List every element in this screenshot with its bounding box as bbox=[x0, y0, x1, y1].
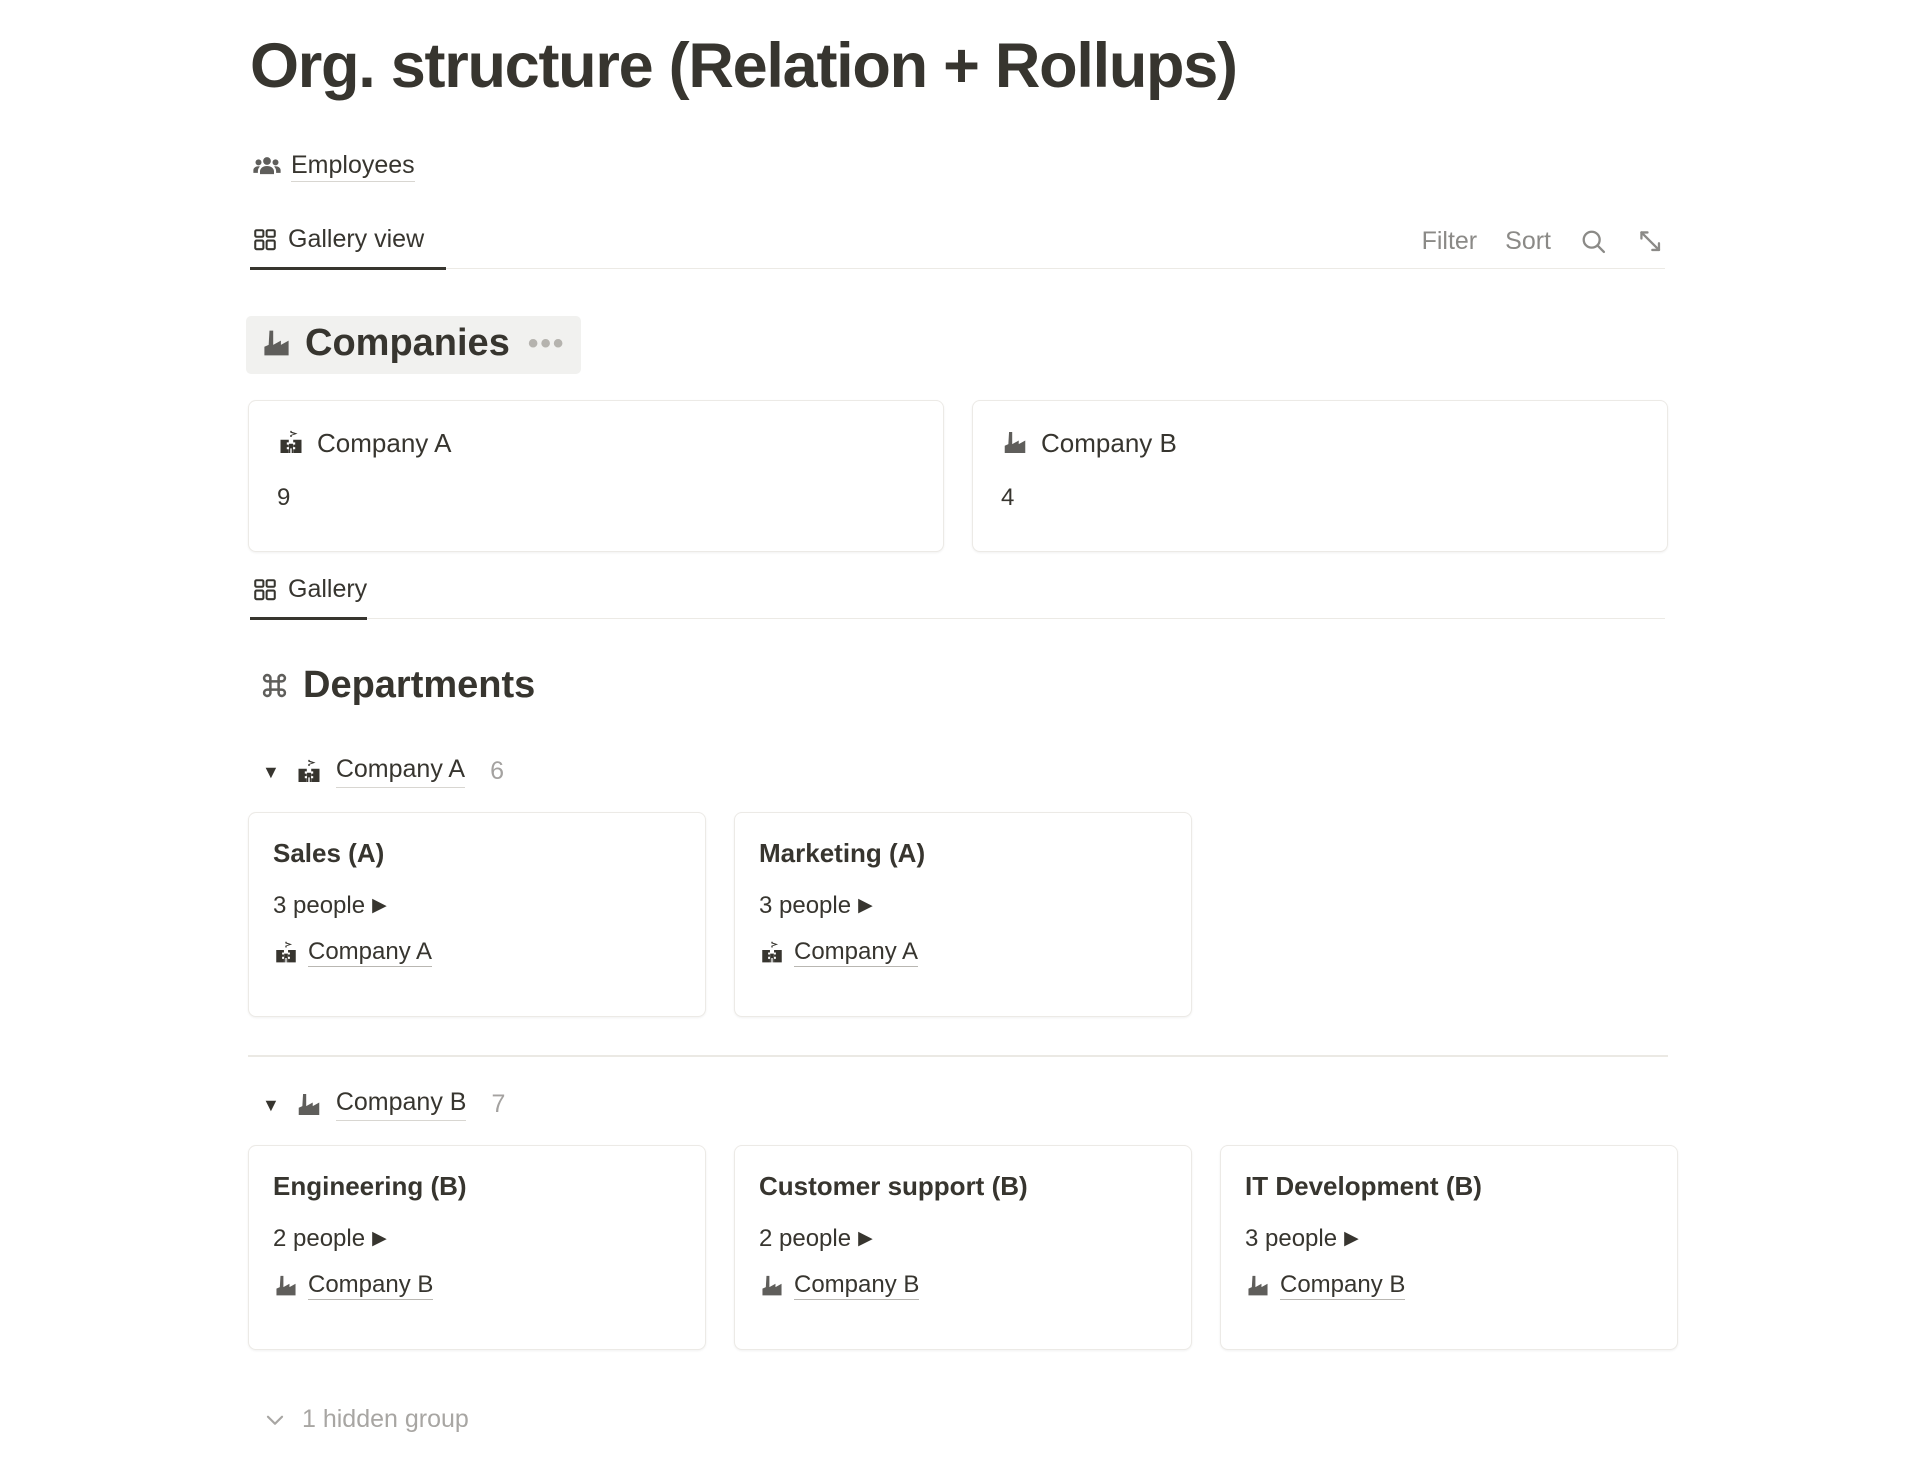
company-card-title: Company A bbox=[317, 428, 452, 458]
section-heading-departments-label: Departments bbox=[303, 664, 536, 706]
view-actions: Filter Sort bbox=[1422, 227, 1665, 268]
department-relation[interactable]: Company B bbox=[759, 1270, 1167, 1300]
department-relation-label: Company B bbox=[1280, 1270, 1406, 1300]
filter-button[interactable]: Filter bbox=[1421, 227, 1478, 255]
factory-building-icon bbox=[260, 327, 293, 360]
group-name: Company B bbox=[335, 1088, 467, 1121]
departments-gallery-company-a: Sales (A) 3 people ▶ Company A Marketing… bbox=[248, 812, 1192, 1017]
page-title: Org. structure (Relation + Rollups) bbox=[250, 31, 1238, 101]
sort-button[interactable]: Sort bbox=[1505, 227, 1551, 255]
department-people-count: 3 people bbox=[273, 891, 366, 919]
tab-gallery[interactable]: Gallery bbox=[250, 575, 389, 620]
department-relation-label: Company A bbox=[308, 937, 433, 967]
school-building-icon bbox=[277, 429, 305, 457]
companies-gallery: Company A 9 Company B 4 bbox=[248, 400, 1668, 552]
department-people-count: 2 people bbox=[273, 1224, 366, 1252]
department-people-rollup[interactable]: 2 people ▶ bbox=[759, 1224, 1167, 1252]
school-building-icon bbox=[273, 940, 299, 966]
department-people-rollup[interactable]: 2 people ▶ bbox=[273, 1224, 681, 1252]
department-card-title: IT Development (B) bbox=[1245, 1171, 1482, 1201]
company-card[interactable]: Company A 9 bbox=[248, 400, 944, 552]
view-toolbar-departments: Gallery bbox=[250, 575, 1665, 620]
collapse-caret-icon[interactable]: ▼ bbox=[262, 1094, 280, 1115]
factory-building-icon bbox=[1001, 429, 1029, 457]
department-people-count: 3 people bbox=[1245, 1224, 1338, 1252]
department-people-count: 3 people bbox=[759, 891, 852, 919]
factory-building-icon bbox=[273, 1273, 299, 1299]
people-group-icon bbox=[252, 152, 282, 182]
group-name: Company A bbox=[335, 755, 466, 788]
department-card[interactable]: Marketing (A) 3 people ▶ Company A bbox=[734, 812, 1192, 1017]
section-heading-companies[interactable]: Companies ••• bbox=[246, 316, 582, 374]
section-heading-departments[interactable]: Departments bbox=[258, 664, 535, 707]
company-card-title: Company B bbox=[1041, 428, 1177, 458]
department-people-rollup[interactable]: 3 people ▶ bbox=[759, 891, 1167, 919]
department-relation[interactable]: Company B bbox=[1245, 1270, 1653, 1300]
company-card[interactable]: Company B 4 bbox=[972, 400, 1668, 552]
search-icon[interactable] bbox=[1579, 227, 1608, 256]
department-relation[interactable]: Company B bbox=[273, 1270, 681, 1300]
hidden-group-label: 1 hidden group bbox=[302, 1405, 469, 1433]
group-header-company-a[interactable]: ▼ Company A 6 bbox=[262, 755, 504, 788]
department-card-title: Marketing (A) bbox=[759, 838, 926, 868]
department-card[interactable]: Engineering (B) 2 people ▶ Company B bbox=[248, 1145, 706, 1350]
departments-gallery-company-b: Engineering (B) 2 people ▶ Company B Cus… bbox=[248, 1145, 1678, 1350]
chevron-down-icon[interactable] bbox=[262, 1407, 288, 1433]
expand-triangle-icon[interactable]: ▶ bbox=[1344, 1228, 1359, 1250]
tab-gallery-view-label: Gallery view bbox=[288, 225, 425, 253]
school-building-icon bbox=[295, 758, 323, 786]
department-card[interactable]: IT Development (B) 3 people ▶ Company B bbox=[1220, 1145, 1678, 1350]
expand-triangle-icon[interactable]: ▶ bbox=[858, 1228, 873, 1250]
factory-building-icon bbox=[295, 1091, 323, 1119]
department-relation-label: Company B bbox=[308, 1270, 434, 1300]
department-card-title: Sales (A) bbox=[273, 838, 385, 868]
tab-gallery-label: Gallery bbox=[288, 575, 368, 603]
department-relation-label: Company B bbox=[794, 1270, 920, 1300]
section-heading-companies-label: Companies bbox=[305, 322, 510, 364]
expand-diagonal-icon[interactable] bbox=[1636, 227, 1665, 256]
hidden-group-toggle[interactable]: 1 hidden group bbox=[262, 1405, 469, 1434]
department-relation-label: Company A bbox=[794, 937, 919, 967]
company-card-count: 9 bbox=[277, 484, 291, 511]
tab-gallery-view[interactable]: Gallery view bbox=[250, 225, 447, 270]
expand-triangle-icon[interactable]: ▶ bbox=[372, 1228, 387, 1250]
department-card[interactable]: Customer support (B) 2 people ▶ Company … bbox=[734, 1145, 1192, 1350]
source-database-link[interactable]: Employees bbox=[252, 152, 415, 182]
place-of-interest-icon bbox=[258, 669, 291, 702]
view-toolbar-companies: Gallery view Filter Sort bbox=[250, 225, 1665, 270]
group-count: 7 bbox=[491, 1090, 506, 1118]
collapse-caret-icon[interactable]: ▼ bbox=[262, 761, 280, 782]
group-header-company-b[interactable]: ▼ Company B 7 bbox=[262, 1088, 505, 1121]
department-card-title: Customer support (B) bbox=[759, 1171, 1028, 1201]
company-card-count: 4 bbox=[1001, 484, 1015, 511]
factory-building-icon bbox=[759, 1273, 785, 1299]
school-building-icon bbox=[759, 940, 785, 966]
group-divider bbox=[248, 1055, 1668, 1057]
department-people-count: 2 people bbox=[759, 1224, 852, 1252]
source-database-label: Employees bbox=[291, 152, 415, 182]
gallery-grid-icon bbox=[252, 227, 278, 253]
department-card[interactable]: Sales (A) 3 people ▶ Company A bbox=[248, 812, 706, 1017]
company-card-title-row: Company B bbox=[1001, 429, 1639, 457]
section-menu-icon[interactable]: ••• bbox=[527, 326, 566, 360]
group-count: 6 bbox=[490, 757, 504, 785]
department-relation[interactable]: Company A bbox=[759, 937, 1167, 967]
expand-triangle-icon[interactable]: ▶ bbox=[372, 895, 387, 917]
department-card-title: Engineering (B) bbox=[273, 1171, 467, 1201]
factory-building-icon bbox=[1245, 1273, 1271, 1299]
expand-triangle-icon[interactable]: ▶ bbox=[858, 895, 873, 917]
department-people-rollup[interactable]: 3 people ▶ bbox=[1245, 1224, 1653, 1252]
department-relation[interactable]: Company A bbox=[273, 937, 681, 967]
department-people-rollup[interactable]: 3 people ▶ bbox=[273, 891, 681, 919]
company-card-title-row: Company A bbox=[277, 429, 915, 457]
gallery-grid-icon bbox=[252, 577, 278, 603]
